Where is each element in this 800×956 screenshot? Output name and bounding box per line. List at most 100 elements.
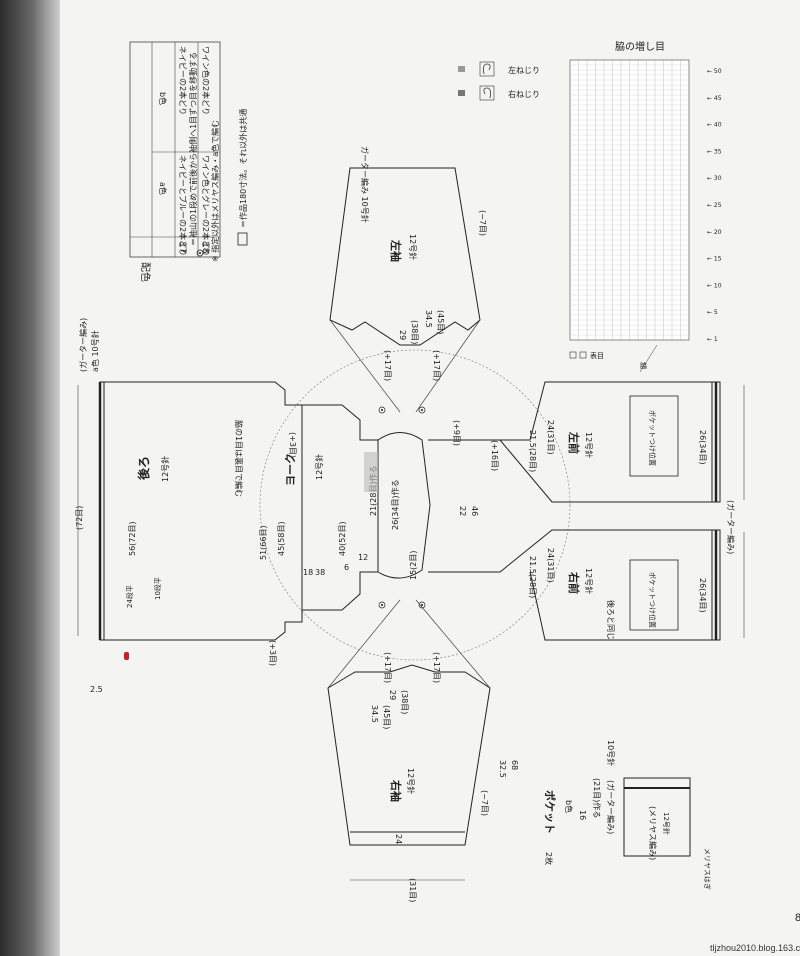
label-plus17-d: (+17目) (432, 652, 441, 683)
lsleeve-w: 29 (398, 330, 407, 340)
rfront-w2: 24(31目) (546, 548, 555, 583)
row17-a: ネイビーとブルーの2本どり (178, 155, 188, 256)
chart-row-mark: ← 35 (707, 148, 722, 155)
credit-watermark: tljzhou2010.blog.163.com (710, 943, 800, 953)
lfront-w2: 24(31目) (546, 420, 555, 455)
back-rows: 24段平 (125, 585, 134, 608)
label-25: 2.5 (90, 685, 103, 694)
label-6: 6 (344, 563, 349, 572)
lsleeve-st2: (45目) (436, 310, 445, 334)
binding-shadow (0, 0, 60, 956)
lsleeve-needle: 12号針 (408, 234, 418, 260)
rsleeve-w: 29 (388, 690, 397, 700)
chart-row-mark: ← 10 (707, 282, 722, 289)
rsleeve-len: 32.5 (498, 760, 507, 778)
lsleeve-name: 左袖 (389, 239, 403, 262)
rfront-w1: 21.5(28目) (528, 556, 537, 598)
label-plus17-c: (+17目) (383, 652, 392, 683)
rfront-name: 右前 (567, 571, 581, 594)
rsleeve-w2: 34.5 (370, 705, 379, 723)
chart-row-mark: ← 5 (707, 309, 718, 316)
label-18: 18 (303, 568, 313, 577)
chart-row-mark: ← 40 (707, 122, 722, 129)
label-plus17-b: (+17目) (432, 350, 441, 381)
pocket-piece: ポケット 2枚 (メリヤス編み) 12号針 (ガーター編み) (21目)作る b… (543, 740, 712, 890)
label-12: 12 (358, 553, 368, 562)
lsleeve-st1: (38目) (410, 320, 419, 344)
lsleeve-garter: ガーター編み 10号針 (360, 146, 370, 223)
pocket-body: (メリヤス編み) (648, 806, 658, 860)
pocket-size: 16 (578, 810, 587, 820)
pocket-name: ポケット (543, 790, 557, 834)
pattern-page: 配色 a色 b色 17 ネイビーとブルーの2本どり ネイビーの2本どり 18 ワ… (60, 0, 800, 956)
pocket-body-needle: 12号針 (662, 812, 671, 835)
row18-no: 18 (200, 242, 210, 254)
back-needle: 12号針 (160, 456, 170, 482)
row17-no: 17 (177, 242, 187, 253)
chart-row-mark: ← 25 (707, 202, 722, 209)
color-col-a: a色 (158, 182, 168, 195)
label-plus9: (+9目) (452, 420, 461, 446)
chart-legend: 表目 (590, 351, 604, 360)
color-header: 配色 (139, 262, 152, 282)
label-10rows: 10段平 (153, 577, 162, 600)
rsleeve-cuff-st: (31目) (408, 878, 417, 902)
color-table: 配色 a色 b色 17 ネイビーとブルーの2本どり ネイビーの2本どり 18 ワ… (129, 41, 221, 282)
yoke-piece: ヨーク 12号針 51(66目) 45(58目) 40(52目) 21(28目)… (259, 404, 431, 611)
rsleeve-rows: 68 (510, 760, 519, 770)
left-twist-label: 左ねじり (508, 65, 540, 75)
color-col-b: b色 (158, 92, 168, 105)
note-box: ＝作品180寸法。それ以外は共通 (238, 109, 248, 228)
chart-row-mark: ← 45 (707, 95, 722, 102)
notes: ＝袖山の1段めで前後から袖側へ1目ずつ目を移動する ※ 指定以外はメリヤス編み・… (188, 52, 248, 262)
lsleeve-w2: 34.5 (424, 310, 433, 328)
pocket-needle: 10号針 (606, 740, 616, 766)
yoke-w1: 51(66目) (259, 525, 268, 560)
label-22: 22 (458, 506, 467, 516)
row17-b: ネイビーの2本どり (178, 46, 188, 115)
pocket-cast: (21目)作る (592, 778, 602, 818)
right-front: 右前 12号針 ポケットつけ位置 21.5(28目) 24(31目) 26(34… (428, 529, 721, 641)
rsleeve-name: 右袖 (389, 779, 403, 802)
label-plus3-bottom: (+3目) (268, 640, 277, 666)
increase-chart: 脇の増し目 ← 50← 45← 40← 35← 30← 25← 20← 15← … (569, 40, 722, 373)
yoke-w3: 40(52目) (338, 521, 347, 556)
back-garter-color: a色 10号針 (90, 330, 100, 372)
pocket-edge: (ガーター編み) (606, 780, 616, 834)
back-side: 脇の1目は裏目で編む (234, 420, 244, 497)
lfront-w3: 26(34目) (698, 430, 707, 465)
yoke-needle: 12号針 (314, 454, 324, 480)
yoke-w2: 45(58目) (277, 521, 286, 556)
rfront-needle: 12号針 (584, 568, 594, 594)
knitting-diagram: 配色 a色 b色 17 ネイビーとブルーの2本どり ネイビーの2本どり 18 ワ… (75, 40, 745, 902)
right-sleeve: 右袖 12号針 29 34.5 (38目) (45目) 24 (31目) 32.… (327, 599, 519, 902)
pocket-rest: メリヤスはぎ (703, 848, 712, 890)
yoke-circle (259, 349, 571, 661)
red-marker (124, 652, 129, 660)
yoke-w5: 26(34目)作る (390, 479, 400, 530)
rsleeve-st1: (38目) (400, 690, 409, 714)
note-asterisk: ※ 指定以外はメリヤス編み・a色で編む (210, 120, 220, 262)
rfront-same: 後ろと同じ (606, 600, 616, 640)
rfront-w3: 26(34目) (698, 578, 707, 613)
front-garter-label: (ガーター編み) (726, 500, 736, 554)
chart-row-mark: ← 15 (707, 256, 722, 263)
right-twist-label: 右ねじり (508, 89, 540, 99)
chart-row-marks: ← 50 ← 45 ← 40 ← 35 ← 30 ← 25 ← 20 ← 15 ← 10 ← 5 ←… (707, 68, 722, 343)
label-plus3-left: (+3目) (288, 432, 297, 458)
back-piece: 後ろ 12号針 56(72目) (72目) (ガーター編み) a色 10号針 脇… (75, 318, 303, 641)
label-minus7-top: (−7目) (478, 210, 487, 236)
pocket-color: b色 (564, 800, 574, 813)
box-marker-icon (237, 232, 248, 246)
chart-row-mark: ← 1 (707, 336, 718, 343)
chart-row-mark: ← 20 (707, 229, 722, 236)
chart-row-mark: ← 50 (707, 68, 722, 75)
chart-row-mark: ← 30 (707, 175, 722, 182)
left-front: 左前 12号針 ポケットつけ位置 21.5(28目) 24(31目) 26(34… (428, 381, 721, 503)
bullet-marker-icon (196, 249, 204, 257)
chart-title: 脇の増し目 (615, 40, 665, 53)
back-name: 後ろ (136, 456, 151, 480)
lfront-name: 左前 (567, 431, 581, 454)
row18-b: ワイン色の2本どり (201, 46, 211, 115)
chart-grid (569, 59, 690, 341)
